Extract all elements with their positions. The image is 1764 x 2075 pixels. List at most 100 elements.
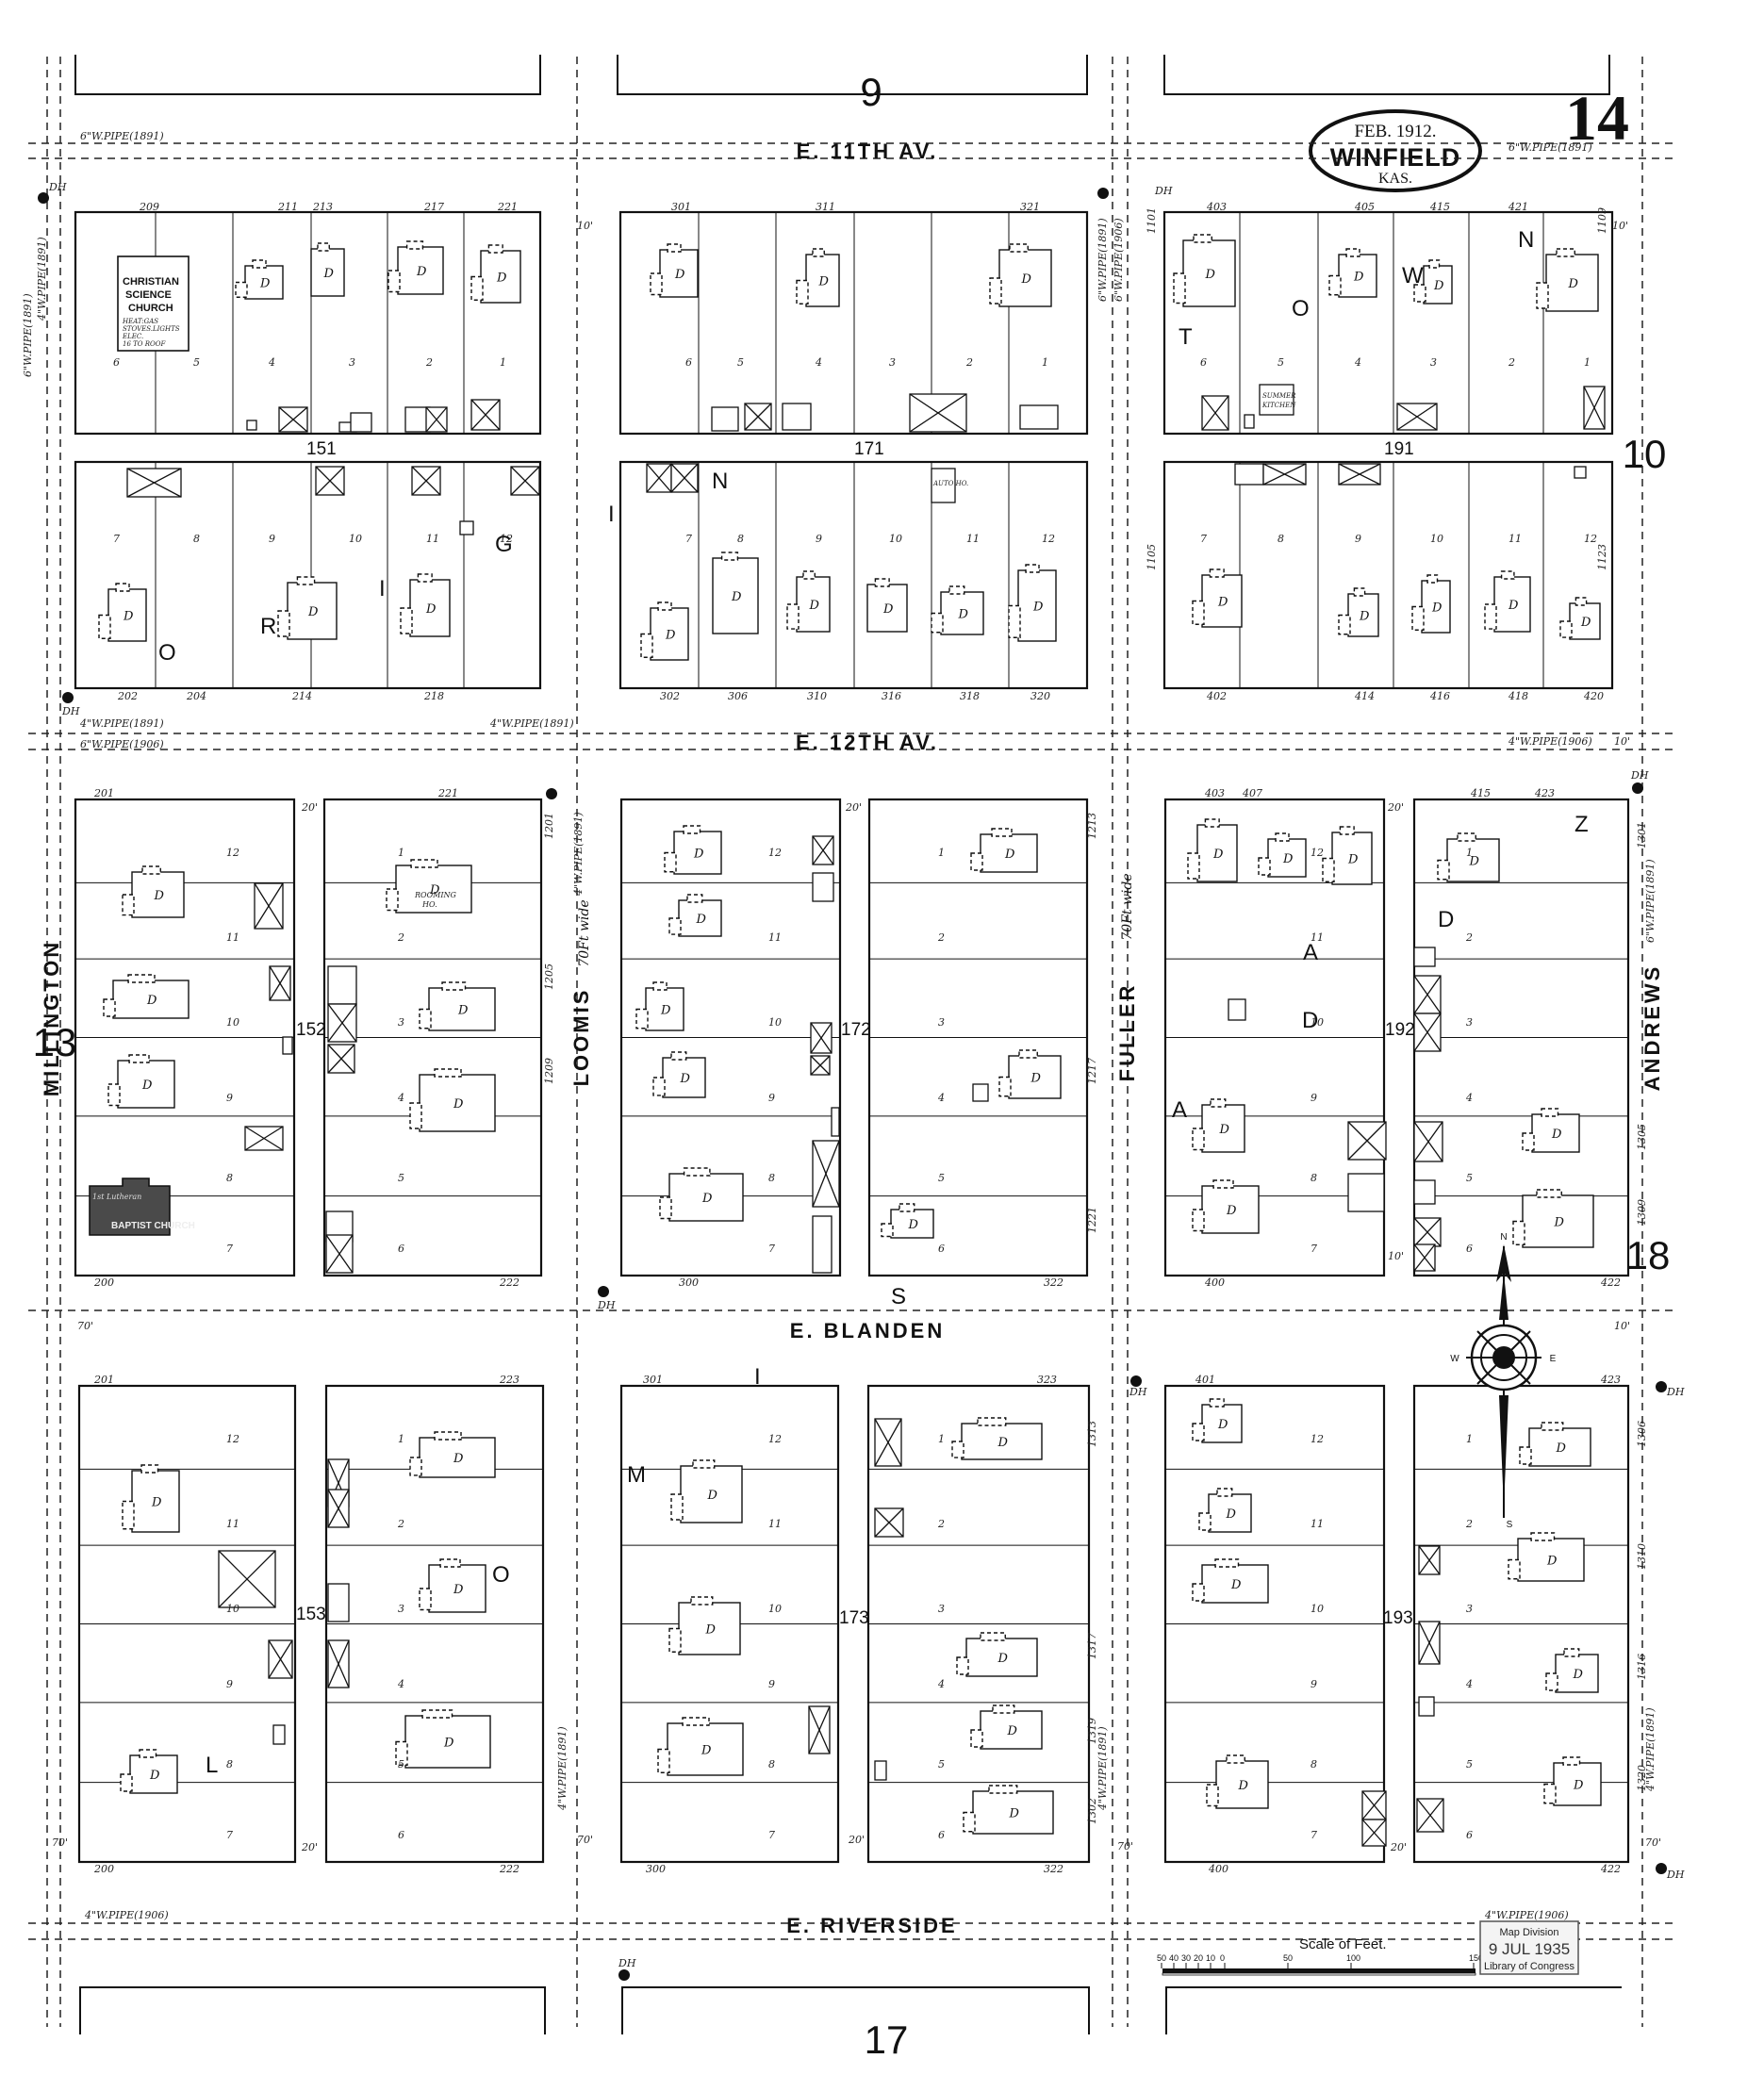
hydrant-label: DH — [1154, 185, 1173, 197]
scale-title: Scale of Feet. — [1299, 1936, 1387, 1952]
outbuilding — [1418, 1545, 1441, 1575]
dwelling-label: D — [453, 1452, 464, 1466]
pipe-label: 4"W.PIPE(1891) — [1644, 1707, 1657, 1792]
outbuilding — [831, 1107, 840, 1137]
hydrant-label: DH — [48, 181, 67, 193]
dwelling-label: D — [141, 1079, 153, 1093]
church-note: ELEC. — [122, 333, 143, 340]
lot-number: 8 — [1278, 533, 1284, 545]
lot-number: 10 — [226, 1016, 239, 1029]
address: 320 — [1030, 690, 1050, 702]
outbuilding — [327, 1489, 350, 1528]
dwelling — [1192, 1098, 1245, 1153]
outbuilding — [470, 399, 501, 431]
dwelling-label: D — [1580, 616, 1591, 630]
hydrant-label: DH — [1630, 769, 1649, 782]
block-191-south — [1162, 460, 1614, 690]
address: 421 — [1508, 201, 1528, 213]
church2-label-line2: BAPTIST CHURCH — [111, 1221, 195, 1231]
lot-number: 12 — [1311, 847, 1324, 859]
hydrant-label: DH — [597, 1299, 616, 1311]
pipe-label: 4"W.PIPE(1891) — [489, 717, 574, 730]
map-state: KAS. — [1378, 171, 1412, 187]
dwelling — [1192, 1179, 1260, 1234]
address: 200 — [93, 1863, 114, 1875]
lot-number: 12 — [1311, 1433, 1324, 1445]
dim-70: 70' — [52, 1836, 68, 1849]
dwelling-label: D — [705, 1623, 717, 1638]
dwelling-label: D — [259, 277, 271, 291]
lot-number: 11 — [1311, 1518, 1324, 1530]
hydrant-icon — [598, 1286, 609, 1297]
pipe-label: 4"W.PIPE(1906) — [84, 1909, 169, 1921]
pipe-label: 4"W.PIPE(1891) — [1096, 1726, 1109, 1811]
lot-number: 11 — [1508, 533, 1522, 545]
dwelling — [963, 1785, 1054, 1835]
lot-number: 4 — [1465, 1678, 1473, 1690]
pipe-label: 6"W.PIPE(1891) — [1508, 141, 1592, 154]
outbuilding — [909, 393, 967, 433]
lot-number: 12 — [500, 533, 513, 545]
lot-number: 12 — [1042, 533, 1055, 545]
dwelling — [1411, 574, 1451, 634]
lot-number: 1 — [500, 356, 506, 369]
address: 405 — [1354, 201, 1375, 213]
church-note: STOVES.LIGHTS — [123, 325, 180, 333]
dwelling-label: D — [1546, 1555, 1558, 1569]
dwelling — [1192, 1398, 1243, 1443]
scale-tick-label: 20 — [1194, 1953, 1203, 1963]
lot-number: 4 — [397, 1678, 404, 1690]
street-e-riverside: E. RIVERSIDE — [786, 1914, 957, 1937]
dwelling — [419, 1558, 486, 1613]
dwelling-label: D — [1573, 1779, 1584, 1793]
street-millington: MILLINGTON — [40, 940, 63, 1096]
lot-number: 7 — [768, 1243, 775, 1255]
outbuilding — [1234, 463, 1264, 486]
street-width-loomis: 70Ft wide — [577, 899, 592, 966]
block-number-171: 171 — [854, 439, 884, 459]
outbuilding — [126, 468, 182, 498]
outbuilding — [874, 1760, 887, 1781]
outbuilding — [1574, 466, 1587, 479]
outbuilding — [244, 1126, 284, 1151]
dwelling — [650, 243, 699, 298]
outbuilding — [782, 403, 812, 431]
town-name-letter: D — [1438, 907, 1454, 932]
pipe-label: 4"W.PIPE(1906) — [1484, 1909, 1569, 1921]
outbuilding — [325, 1234, 354, 1274]
dwelling-label: D — [660, 1004, 671, 1018]
dwelling-label: D — [1217, 596, 1228, 610]
outbuilding — [272, 1724, 286, 1745]
street-e-12th-av: E. 12TH AV. — [796, 731, 939, 754]
dim-20: 20' — [845, 801, 862, 814]
summer-kitchen-label: SUMMER — [1262, 392, 1296, 400]
lot-number: 10 — [1311, 1603, 1324, 1615]
hydrant-label: DH — [61, 705, 80, 717]
lot-number: 10 — [226, 1603, 239, 1615]
outbuilding — [1418, 1621, 1441, 1665]
town-name-letter: G — [495, 532, 513, 557]
lot-number: 2 — [1465, 1518, 1473, 1530]
lot-number: 5 — [1466, 1758, 1473, 1770]
dwelling — [1258, 832, 1307, 878]
dwelling-label: D — [997, 1652, 1009, 1666]
town-name-letter: O — [492, 1562, 510, 1588]
stamp-line2: 9 JUL 1935 — [1489, 1940, 1570, 1958]
address: 420 — [1583, 690, 1604, 702]
dwelling — [1413, 259, 1453, 305]
outbuilding — [808, 1705, 831, 1754]
dwelling-label: D — [1219, 1123, 1230, 1137]
address: 322 — [1044, 1863, 1063, 1875]
scale-tick-label: 50 — [1283, 1953, 1293, 1963]
address: 1101 — [1146, 207, 1158, 234]
dwelling — [652, 1051, 706, 1098]
block-numbers: 151 171 191 152 172 192 153 173 193 — [296, 439, 1415, 1628]
dwelling — [98, 583, 147, 642]
outbuilding — [282, 1036, 293, 1055]
lot-number: 4 — [1465, 1092, 1473, 1104]
lot-number: 11 — [768, 931, 782, 944]
address: 1221 — [1086, 1207, 1098, 1233]
address: 1205 — [543, 963, 555, 990]
hydrants: DH DH DH DH DH DH DH DH DH — [38, 181, 1685, 1981]
street-names: E. 11TH AV. E. 12TH AV. E. BLANDEN E. RI… — [40, 140, 1664, 1937]
